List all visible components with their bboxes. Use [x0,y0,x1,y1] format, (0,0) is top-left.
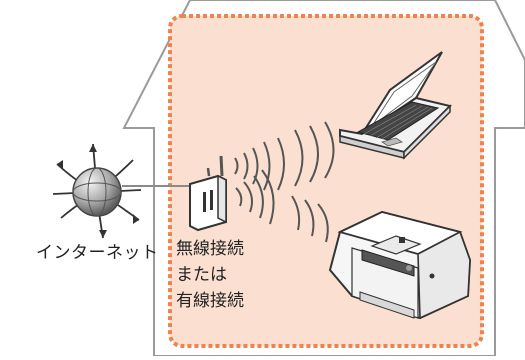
connection-label-line2: または [176,265,227,285]
router-icon [189,155,227,232]
connection-label-line3: 有線接続 [176,291,244,311]
wireless-waves-printer [235,169,329,243]
printer-icon [328,210,472,320]
wireless-waves-laptop [234,121,335,191]
connection-type-label: 無線接続 または 有線接続 [176,236,244,314]
connection-label-line1: 無線接続 [176,239,244,259]
globe-icon [52,143,142,239]
internet-label: インターネット [36,243,159,263]
laptop-icon [339,51,452,160]
